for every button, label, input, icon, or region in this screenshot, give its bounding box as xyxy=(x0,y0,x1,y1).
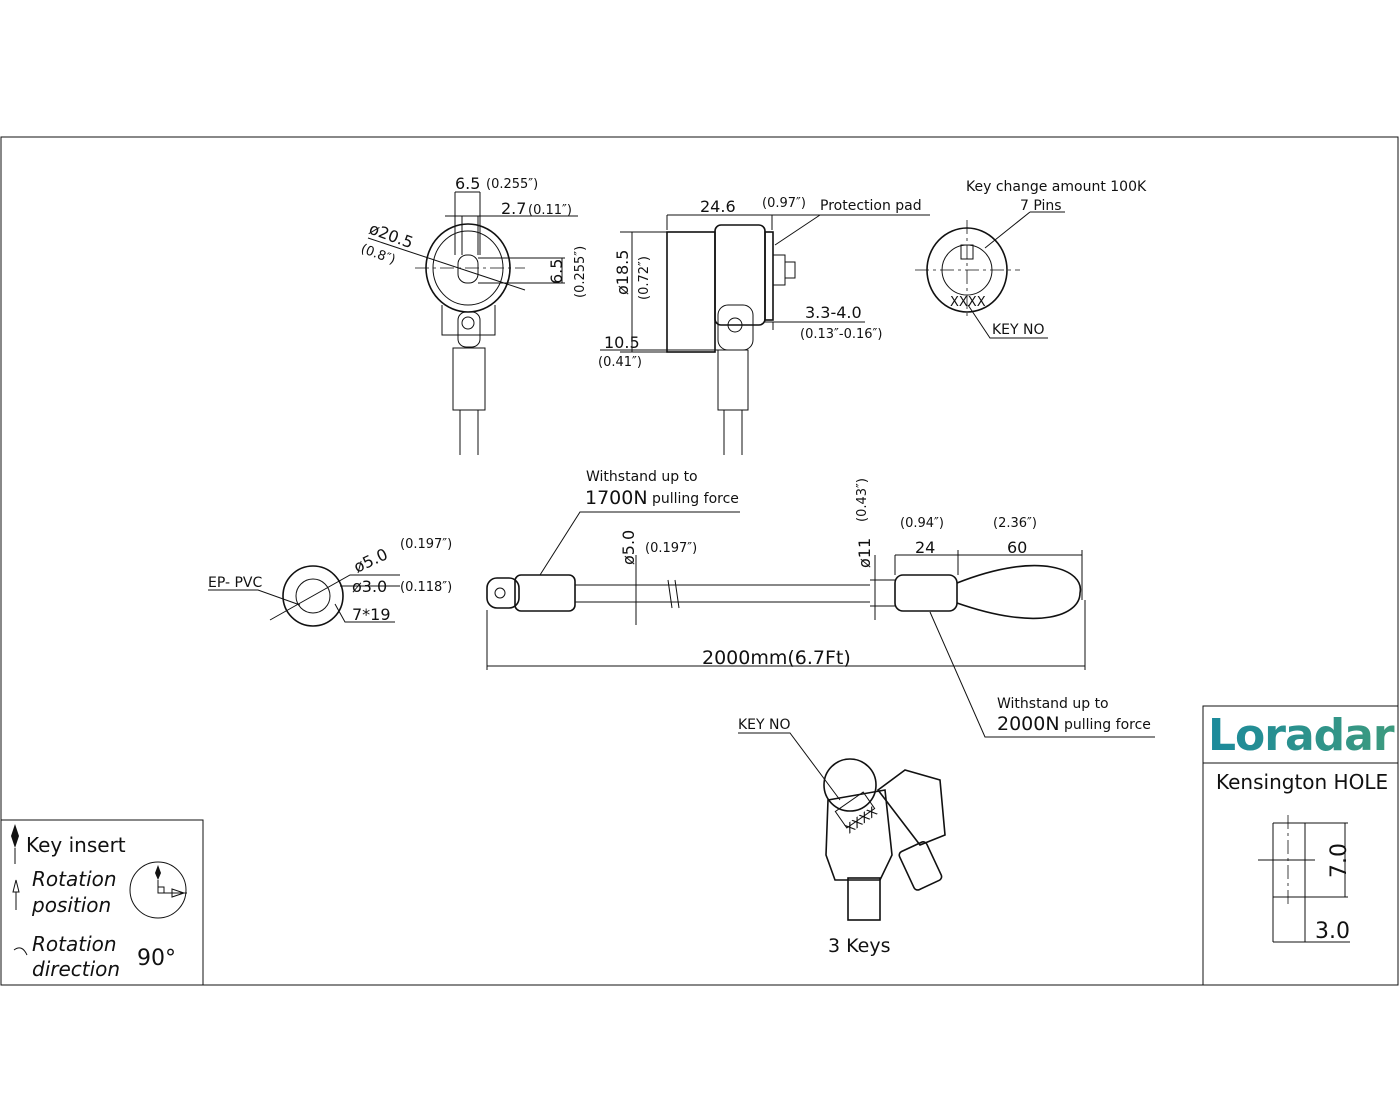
svg-text:24: 24 xyxy=(915,538,935,557)
rotation-dial-icon xyxy=(129,861,187,919)
title-block: Loradar Kensington HOLE 7.0 3.0 xyxy=(1202,705,1399,986)
svg-text:XXXX: XXXX xyxy=(843,805,881,838)
key-insert-icon xyxy=(11,824,19,848)
svg-text:Withstand up to: Withstand up to xyxy=(586,469,698,485)
svg-text:direction: direction xyxy=(32,957,120,981)
svg-text:2.7: 2.7 xyxy=(501,199,526,218)
svg-text:6.5: 6.5 xyxy=(455,174,480,193)
svg-text:(0.43″): (0.43″) xyxy=(855,478,870,522)
legend-box: Key insert Rotation position Rotation di… xyxy=(0,819,204,986)
cable-view: Withstand up to 1700N pulling force ø5.0… xyxy=(486,469,1155,738)
svg-text:(0.13″-0.16″): (0.13″-0.16″) xyxy=(800,327,882,342)
svg-text:pulling force: pulling force xyxy=(652,491,739,507)
side-view: 24.6 (0.97″) Protection pad ø18.5 (0.72″… xyxy=(598,196,930,455)
svg-text:(0.255″): (0.255″) xyxy=(573,246,588,298)
svg-text:(0.197″): (0.197″) xyxy=(645,541,697,556)
svg-text:(0.255″): (0.255″) xyxy=(486,177,538,192)
svg-text:3 Keys: 3 Keys xyxy=(828,935,890,957)
svg-text:Kensington HOLE: Kensington HOLE xyxy=(1216,770,1388,794)
svg-text:Withstand up to: Withstand up to xyxy=(997,696,1109,712)
rotation-direction-icon xyxy=(13,947,28,956)
svg-text:60: 60 xyxy=(1007,538,1027,557)
svg-text:(0.72″): (0.72″) xyxy=(637,256,652,300)
svg-text:KEY NO: KEY NO xyxy=(992,322,1045,338)
svg-text:(0.118″): (0.118″) xyxy=(400,580,452,595)
rotation-position-icon xyxy=(12,879,20,910)
svg-text:(0.41″): (0.41″) xyxy=(598,355,642,370)
svg-text:Rotation: Rotation xyxy=(32,867,117,891)
svg-text:3.3-4.0: 3.3-4.0 xyxy=(805,303,862,322)
svg-text:2000N: 2000N xyxy=(997,713,1060,735)
svg-text:XXXX: XXXX xyxy=(950,295,986,310)
key-face-view: Key change amount 100K 7 Pins XXXX KEY N… xyxy=(915,179,1147,339)
svg-text:Rotation: Rotation xyxy=(32,932,117,956)
svg-text:pulling force: pulling force xyxy=(1064,717,1151,733)
svg-text:Key change amount 100K: Key change amount 100K xyxy=(966,179,1147,195)
svg-text:(0.197″): (0.197″) xyxy=(400,537,452,552)
front-view: 6.5 (0.255″) 2.7 (0.11″) ø20.5 (0.8″) 6.… xyxy=(359,174,588,455)
svg-text:ø5.0: ø5.0 xyxy=(619,530,638,565)
cable-cross-section: EP- PVC ø5.0 (0.197″) ø3.0 (0.118″) 7*19 xyxy=(208,537,452,627)
svg-text:2000mm(6.7Ft): 2000mm(6.7Ft) xyxy=(702,647,851,669)
brand-logo: Loradar xyxy=(1208,710,1395,761)
svg-text:(0.94″): (0.94″) xyxy=(900,516,944,531)
svg-text:(0.97″): (0.97″) xyxy=(762,196,806,211)
svg-text:90°: 90° xyxy=(137,946,176,971)
svg-text:(0.11″): (0.11″) xyxy=(528,203,572,218)
svg-text:ø5.0: ø5.0 xyxy=(351,545,391,577)
svg-text:10.5: 10.5 xyxy=(604,333,640,352)
svg-text:7.0: 7.0 xyxy=(1327,843,1352,878)
svg-text:24.6: 24.6 xyxy=(700,197,736,216)
svg-text:7 Pins: 7 Pins xyxy=(1020,198,1062,214)
svg-text:7*19: 7*19 xyxy=(352,605,391,624)
svg-text:Protection pad: Protection pad xyxy=(820,198,922,214)
svg-text:Key insert: Key insert xyxy=(26,833,126,857)
svg-text:(2.36″): (2.36″) xyxy=(993,516,1037,531)
svg-text:6.5: 6.5 xyxy=(547,259,566,284)
svg-text:3.0: 3.0 xyxy=(1315,919,1350,944)
keys-illustration: XXXX KEY NO 3 Keys xyxy=(738,717,946,957)
svg-text:ø11: ø11 xyxy=(855,538,874,568)
svg-text:ø3.0: ø3.0 xyxy=(352,577,387,596)
svg-text:ø18.5: ø18.5 xyxy=(613,250,632,295)
drawing-frame xyxy=(0,136,1399,986)
svg-text:position: position xyxy=(31,893,111,917)
svg-text:KEY NO: KEY NO xyxy=(738,717,791,733)
svg-text:1700N: 1700N xyxy=(585,487,648,509)
svg-text:EP- PVC: EP- PVC xyxy=(208,575,263,591)
